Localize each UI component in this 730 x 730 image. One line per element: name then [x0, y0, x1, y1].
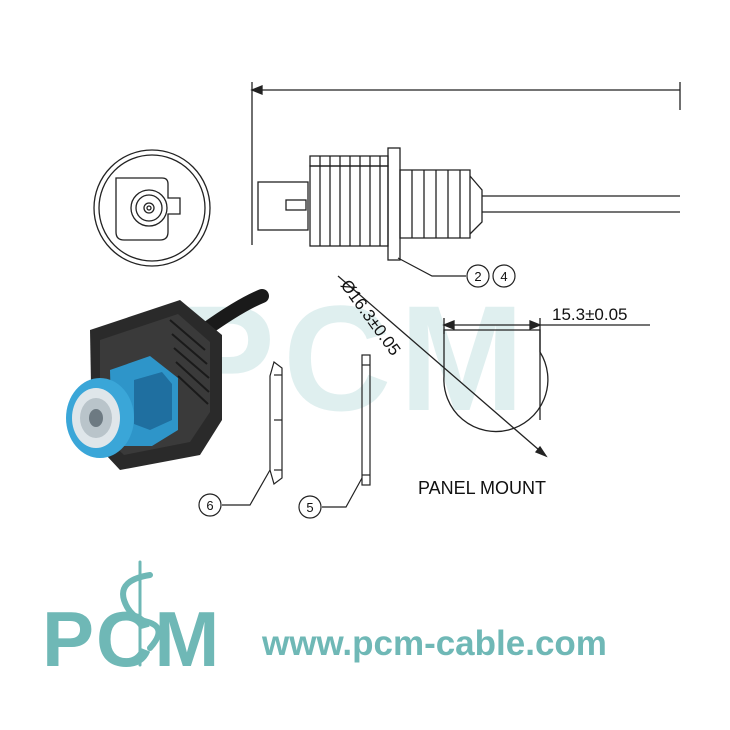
watermark: PCM — [175, 274, 532, 442]
side-view — [250, 82, 681, 261]
washer-part-5 — [361, 354, 371, 486]
callout-5: 5 — [298, 477, 363, 519]
callout-2-4: 2 4 — [397, 257, 516, 288]
callout-4: 4 — [500, 269, 507, 284]
panel-mount-caption: PANEL MOUNT — [418, 478, 546, 498]
brand-url: www.pcm-cable.com — [262, 624, 607, 663]
brand-logo: PCM — [42, 595, 222, 683]
panel-cutout — [337, 275, 650, 458]
width-dimension: 15.3±0.05 — [552, 305, 628, 324]
nut-part-6 — [269, 360, 283, 486]
front-view — [93, 149, 211, 267]
callout-2: 2 — [474, 269, 481, 284]
callout-6: 6 — [198, 469, 271, 517]
callout-6-label: 6 — [206, 498, 213, 513]
logo-symbol-icon — [120, 560, 162, 667]
connector-photo — [66, 289, 269, 470]
callout-5-label: 5 — [306, 500, 313, 515]
